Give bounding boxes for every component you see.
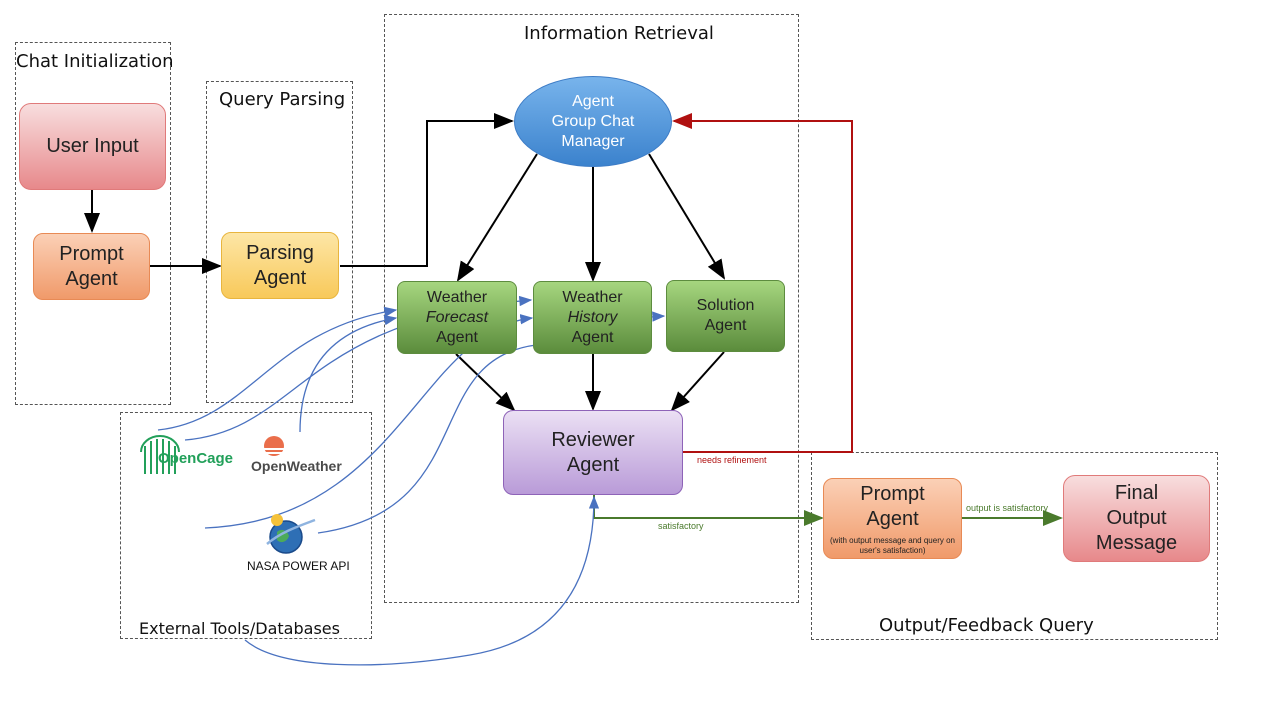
parsing-agent-line2: Agent (253, 266, 307, 289)
information-retrieval-label: Information Retrieval (524, 23, 714, 44)
forecast-line1: Weather (426, 288, 488, 306)
final-line1: Final (1114, 482, 1159, 504)
prompt-agent-2-line1: Prompt (860, 482, 925, 505)
solution-line1: Solution (696, 297, 755, 314)
user-input-text: User Input (46, 135, 139, 157)
history-line2: History (567, 308, 618, 326)
reviewer-line1: Reviewer (551, 428, 635, 451)
link-opencage-to-forecast (157, 306, 398, 431)
solution-agent-node: Solution Agent (666, 280, 785, 352)
group-chat-manager-node: Agent Group Chat Manager (514, 76, 672, 167)
openweather-sun-icon (261, 436, 287, 456)
final-line3: Message (1095, 532, 1178, 554)
parsing-agent-line1: Parsing (246, 241, 314, 264)
openweather-label: OpenWeather (251, 458, 342, 474)
history-line1: Weather (562, 288, 623, 306)
prompt-agent-line1: Prompt (59, 242, 124, 265)
final-output-node: Final Output Message (1063, 475, 1210, 562)
needs-refinement-label: needs refinement (697, 455, 767, 465)
edge-satisfactory (593, 495, 824, 526)
edge-forecast-to-reviewer (455, 353, 516, 412)
query-parsing-group (206, 81, 353, 403)
edge-needs-refinement (672, 113, 853, 453)
edge-solution-to-reviewer (670, 351, 725, 412)
edge-manager-to-solution (648, 153, 726, 280)
edge-parsing-to-manager (340, 113, 514, 267)
user-input-node: User Input (19, 103, 166, 190)
nasa-power-label: NASA POWER API (247, 559, 350, 573)
history-line3: Agent (571, 328, 614, 346)
output-feedback-label: Output/Feedback Query (879, 615, 1094, 636)
final-line2: Output (1106, 507, 1167, 529)
manager-line1: Agent (572, 92, 614, 110)
opencage-icon (140, 435, 180, 474)
edge-manager-to-forecast (456, 153, 538, 282)
parsing-agent-node: Parsing Agent (221, 232, 339, 299)
prompt-agent-output-node: Prompt Agent (with output message and qu… (823, 478, 962, 559)
prompt-agent-2-line2: Agent (866, 507, 919, 530)
nasa-power-icon (266, 514, 316, 554)
prompt-agent-line2: Agent (65, 267, 118, 290)
reviewer-agent-node: Reviewer Agent (503, 410, 683, 495)
external-tools-label: External Tools/Databases (139, 619, 340, 638)
chat-initialization-group (15, 42, 171, 405)
chat-initialization-label: Chat Initialization (16, 51, 174, 72)
external-tools-group (120, 412, 372, 639)
weather-forecast-agent-node: Weather Forecast Agent (397, 281, 517, 354)
reviewer-line2: Agent (566, 453, 620, 476)
link-tools-to-reviewer (244, 495, 600, 666)
output-feedback-group (811, 452, 1218, 640)
manager-line3: Manager (561, 132, 625, 150)
weather-history-agent-node: Weather History Agent (533, 281, 652, 354)
prompt-agent-2-note: (with output message and query on user's… (830, 535, 955, 555)
query-parsing-label: Query Parsing (219, 89, 346, 110)
forecast-line2: Forecast (425, 308, 489, 326)
prompt-agent-node: Prompt Agent (33, 233, 150, 300)
forecast-line3: Agent (436, 328, 478, 346)
link-openweather-to-forecast (299, 314, 398, 433)
satisfactory-label: satisfactory (658, 521, 704, 531)
opencage-label: OpenCage (158, 450, 234, 467)
solution-line2: Agent (704, 317, 747, 334)
manager-line2: Group Chat (551, 112, 635, 130)
output-satisfactory-label: output is satisfactory (966, 503, 1049, 513)
